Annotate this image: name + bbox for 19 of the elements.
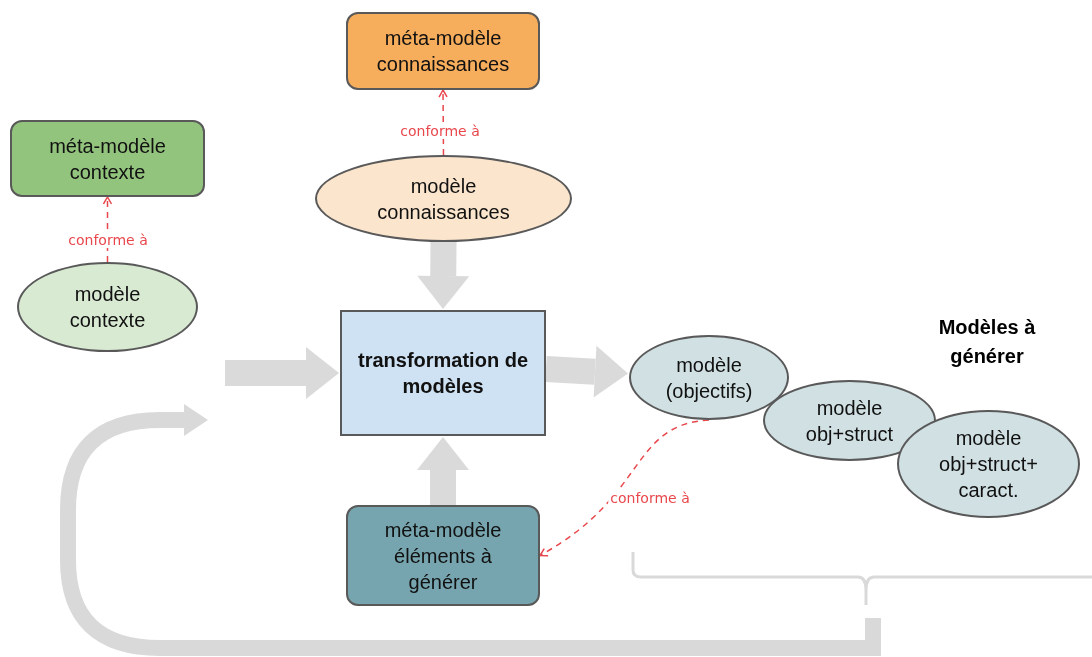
block-arrow [417, 437, 469, 505]
ellipse-node: modèle (objectifs) [629, 335, 789, 420]
block-arrow [225, 347, 339, 399]
block-arrow [417, 241, 470, 309]
edge-label: conforme à [608, 490, 692, 506]
group-heading: Modèles à générer [937, 315, 1037, 369]
edge-label: conforme à [398, 123, 482, 139]
arrow [539, 419, 710, 557]
ellipse-node: modèle connaissances [315, 155, 572, 242]
arrow [102, 196, 113, 263]
block-arrow [545, 345, 628, 398]
process-box: méta-modèle contexte [10, 120, 205, 197]
ellipse-node: modèle obj+struct+ caract. [897, 410, 1080, 518]
process-box: transformation de modèles [340, 310, 546, 436]
process-box: méta-modèle éléments à générer [346, 505, 540, 606]
process-box: méta-modèle connaissances [346, 12, 540, 90]
arrow [438, 89, 448, 156]
edge-label: conforme à [66, 232, 150, 248]
ellipse-node: modèle contexte [17, 262, 198, 352]
